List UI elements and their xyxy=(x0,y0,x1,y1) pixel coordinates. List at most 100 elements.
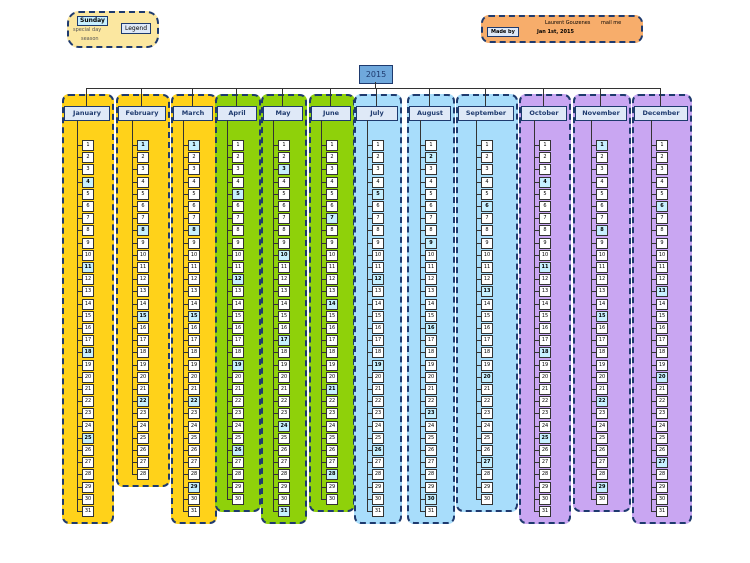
day-node[interactable]: 5 xyxy=(539,188,551,200)
day-node[interactable]: 11 xyxy=(372,262,384,273)
day-node[interactable]: 23 xyxy=(656,408,668,420)
day-node[interactable]: 7 xyxy=(82,213,94,225)
day-node[interactable]: 25 xyxy=(82,432,94,444)
day-node[interactable]: 14 xyxy=(596,298,608,310)
day-node[interactable]: 23 xyxy=(326,408,338,420)
day-node[interactable]: 8 xyxy=(278,225,290,237)
day-node[interactable]: 16 xyxy=(656,323,668,334)
month-title-december[interactable]: December xyxy=(634,106,688,121)
day-node[interactable]: 8 xyxy=(326,225,338,237)
day-node[interactable]: 8 xyxy=(656,225,668,237)
day-node[interactable]: 6 xyxy=(278,201,290,212)
day-node[interactable]: 14 xyxy=(232,298,244,310)
day-node[interactable]: 18 xyxy=(188,347,200,359)
day-node[interactable]: 12 xyxy=(232,274,244,286)
day-node[interactable]: 28 xyxy=(425,469,437,481)
day-node[interactable]: 22 xyxy=(326,396,338,408)
day-node[interactable]: 23 xyxy=(278,408,290,420)
day-node[interactable]: 19 xyxy=(372,359,384,371)
day-node[interactable]: 11 xyxy=(481,262,493,273)
day-node[interactable]: 24 xyxy=(656,420,668,432)
day-node[interactable]: 10 xyxy=(539,249,551,261)
day-node[interactable]: 7 xyxy=(656,213,668,225)
day-node[interactable]: 8 xyxy=(539,225,551,237)
day-node[interactable]: 15 xyxy=(372,310,384,322)
day-node[interactable]: 29 xyxy=(539,481,551,493)
day-node[interactable]: 21 xyxy=(188,384,200,395)
day-node[interactable]: 14 xyxy=(137,298,149,310)
day-node[interactable]: 11 xyxy=(137,262,149,273)
day-node[interactable]: 3 xyxy=(188,164,200,176)
day-node[interactable]: 11 xyxy=(278,262,290,273)
month-title-october[interactable]: October xyxy=(521,106,567,121)
day-node[interactable]: 28 xyxy=(481,469,493,481)
day-node[interactable]: 10 xyxy=(82,249,94,261)
day-node[interactable]: 26 xyxy=(278,445,290,456)
day-node[interactable]: 7 xyxy=(326,213,338,225)
day-node[interactable]: 18 xyxy=(82,347,94,359)
day-node[interactable]: 8 xyxy=(481,225,493,237)
day-node[interactable]: 10 xyxy=(372,249,384,261)
day-node[interactable]: 17 xyxy=(232,335,244,347)
day-node[interactable]: 23 xyxy=(596,408,608,420)
day-node[interactable]: 2 xyxy=(278,152,290,164)
day-node[interactable]: 7 xyxy=(539,213,551,225)
day-node[interactable]: 26 xyxy=(232,445,244,456)
day-node[interactable]: 21 xyxy=(596,384,608,395)
day-node[interactable]: 17 xyxy=(188,335,200,347)
day-node[interactable]: 6 xyxy=(425,201,437,212)
day-node[interactable]: 12 xyxy=(326,274,338,286)
day-node[interactable]: 29 xyxy=(326,481,338,493)
day-node[interactable]: 13 xyxy=(232,286,244,298)
day-node[interactable]: 5 xyxy=(481,188,493,200)
day-node[interactable]: 22 xyxy=(82,396,94,408)
day-node[interactable]: 20 xyxy=(188,371,200,383)
day-node[interactable]: 19 xyxy=(232,359,244,371)
day-node[interactable]: 3 xyxy=(481,164,493,176)
day-node[interactable]: 4 xyxy=(232,176,244,188)
day-node[interactable]: 22 xyxy=(596,396,608,408)
day-node[interactable]: 16 xyxy=(539,323,551,334)
day-node[interactable]: 12 xyxy=(137,274,149,286)
day-node[interactable]: 6 xyxy=(481,201,493,212)
year-root-node[interactable]: 2015 xyxy=(359,65,393,84)
day-node[interactable]: 26 xyxy=(656,445,668,456)
day-node[interactable]: 5 xyxy=(372,188,384,200)
day-node[interactable]: 27 xyxy=(425,457,437,469)
day-node[interactable]: 18 xyxy=(539,347,551,359)
day-node[interactable]: 19 xyxy=(481,359,493,371)
day-node[interactable]: 2 xyxy=(137,152,149,164)
day-node[interactable]: 1 xyxy=(82,140,94,151)
day-node[interactable]: 26 xyxy=(425,445,437,456)
day-node[interactable]: 4 xyxy=(481,176,493,188)
day-node[interactable]: 20 xyxy=(326,371,338,383)
day-node[interactable]: 1 xyxy=(656,140,668,151)
day-node[interactable]: 11 xyxy=(82,262,94,273)
day-node[interactable]: 15 xyxy=(481,310,493,322)
day-node[interactable]: 6 xyxy=(137,201,149,212)
day-node[interactable]: 4 xyxy=(137,176,149,188)
day-node[interactable]: 19 xyxy=(188,359,200,371)
day-node[interactable]: 9 xyxy=(596,237,608,249)
day-node[interactable]: 25 xyxy=(596,432,608,444)
day-node[interactable]: 20 xyxy=(82,371,94,383)
day-node[interactable]: 5 xyxy=(425,188,437,200)
day-node[interactable]: 15 xyxy=(425,310,437,322)
day-node[interactable]: 17 xyxy=(137,335,149,347)
day-node[interactable]: 18 xyxy=(326,347,338,359)
day-node[interactable]: 22 xyxy=(539,396,551,408)
day-node[interactable]: 15 xyxy=(656,310,668,322)
day-node[interactable]: 26 xyxy=(137,445,149,456)
day-node[interactable]: 21 xyxy=(656,384,668,395)
day-node[interactable]: 28 xyxy=(137,469,149,481)
day-node[interactable]: 31 xyxy=(425,506,437,517)
day-node[interactable]: 5 xyxy=(232,188,244,200)
day-node[interactable]: 2 xyxy=(656,152,668,164)
day-node[interactable]: 24 xyxy=(137,420,149,432)
day-node[interactable]: 20 xyxy=(596,371,608,383)
day-node[interactable]: 4 xyxy=(425,176,437,188)
day-node[interactable]: 21 xyxy=(481,384,493,395)
day-node[interactable]: 24 xyxy=(425,420,437,432)
day-node[interactable]: 29 xyxy=(232,481,244,493)
day-node[interactable]: 15 xyxy=(137,310,149,322)
